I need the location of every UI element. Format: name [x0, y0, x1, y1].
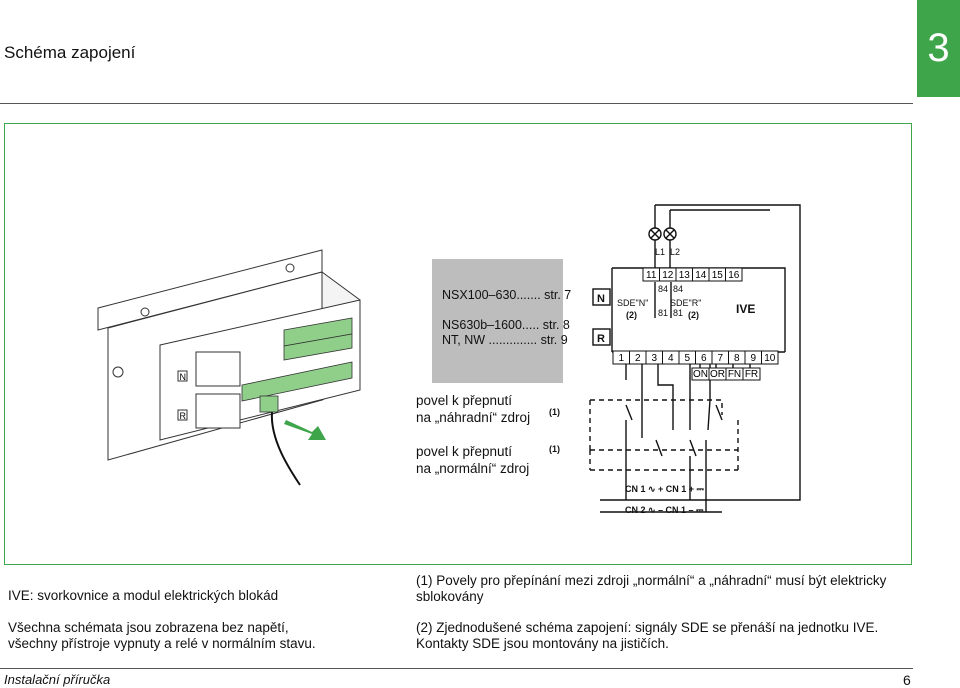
- terminal-bottom-label: 1: [618, 353, 624, 364]
- cn2-label: CN 2 ∿ – CN 1 – ⎓: [625, 505, 704, 515]
- sde-n-label: SDE"N": [617, 298, 648, 308]
- note-1-line1: (1) Povely pro přepínání mezi zdroji „no…: [416, 573, 887, 588]
- page-title: Schéma zapojení: [4, 43, 136, 62]
- note-voltage-line1: Všechna schémata jsou zobrazena bez napě…: [8, 620, 289, 635]
- l1-label: L1: [655, 247, 665, 257]
- terminal-top-label: 15: [712, 270, 724, 281]
- terminal-bottom-label: 2: [635, 353, 641, 364]
- terminal-top-label: 12: [662, 270, 674, 281]
- signal-label: ON: [693, 369, 708, 380]
- cmd-normal-line2: na „normální“ zdroj: [416, 461, 530, 476]
- l2-label: L2: [670, 247, 680, 257]
- terminal-top-label: 11: [646, 270, 657, 281]
- terminal-top-label: 14: [695, 270, 707, 281]
- terminal-bottom-label: 8: [734, 353, 740, 364]
- contact-84a: 84: [658, 284, 668, 294]
- r-label: R: [597, 333, 605, 345]
- n-label: N: [597, 293, 605, 305]
- note-1: (1) Povely pro přepínání mezi zdroji „no…: [416, 573, 886, 605]
- header-rule: [0, 103, 913, 104]
- note-2: (2) Zjednodušené schéma zapojení: signál…: [416, 620, 878, 652]
- note-voltage: Všechna schémata jsou zobrazena bez napě…: [8, 620, 316, 652]
- terminal-bottom-cell: [761, 350, 779, 365]
- chapter-tab: 3: [917, 0, 960, 97]
- note-2-line2: Kontakty SDE jsou montovány na jističích…: [416, 636, 669, 651]
- terminal-top-label: 16: [728, 270, 740, 281]
- ref-nt-nw: NT, NW .............. str. 9: [442, 333, 568, 347]
- terminal-bottom-label: 9: [750, 353, 756, 364]
- cmd-alternate-line2: na „náhradní“ zdroj: [416, 410, 531, 425]
- terminal-bottom-label: 6: [701, 353, 707, 364]
- reference-box: [432, 259, 563, 383]
- contact-81b: 81: [673, 308, 683, 318]
- terminal-bottom-label: 5: [684, 353, 690, 364]
- terminal-strip-top: 11 12 13 14 15 16: [642, 267, 743, 282]
- device-r-label: R: [180, 411, 187, 421]
- cmd2-marker: (1): [549, 444, 560, 454]
- note-ive: IVE: svorkovnice a modul elektrických bl…: [8, 588, 279, 603]
- signal-label: FR: [745, 369, 758, 380]
- footer-title: Instalační příručka: [4, 672, 111, 687]
- terminal-bottom-label: 4: [668, 353, 674, 364]
- cn1-label: CN 1 ∿ + CN 1 + ⎓: [625, 484, 705, 494]
- note2-marker-b: (2): [688, 310, 699, 320]
- ref-nsx: NSX100–630....... str. 7: [442, 288, 572, 302]
- cmd-normal: povel k přepnutí na „normální“ zdroj: [416, 443, 529, 477]
- terminal-top-cell: [725, 267, 743, 282]
- signal-cell: [742, 367, 761, 381]
- signal-label: FN: [728, 369, 741, 380]
- contact-81a: 81: [658, 308, 668, 318]
- cmd-normal-line1: povel k přepnutí: [416, 444, 513, 459]
- terminal-bottom-label: 3: [651, 353, 657, 364]
- terminal-bottom-label: 7: [717, 353, 723, 364]
- cmd-alternate: povel k přepnutí na „náhradní“ zdroj: [416, 392, 530, 426]
- ive-module-illustration: N R: [97, 249, 361, 486]
- sde-r-label: SDE"R": [670, 298, 701, 308]
- cmd-alternate-line1: povel k přepnutí: [416, 393, 513, 408]
- note-1-line2: sblokovány: [416, 589, 484, 604]
- note-2-line1: (2) Zjednodušené schéma zapojení: signál…: [416, 620, 879, 635]
- note2-marker-a: (2): [626, 310, 637, 320]
- page-number: 6: [903, 672, 911, 688]
- ive-label: IVE: [736, 302, 755, 316]
- contact-84b: 84: [673, 284, 683, 294]
- figure-frame: [4, 123, 912, 565]
- footer-rule: [0, 668, 913, 669]
- signal-label: OR: [710, 369, 725, 380]
- terminal-bottom-label: 10: [764, 353, 776, 364]
- cmd1-marker: (1): [549, 407, 560, 417]
- note-voltage-line2: všechny přístroje vypnuty a relé v normá…: [8, 636, 316, 651]
- terminal-top-label: 13: [679, 270, 691, 281]
- ref-ns630b: NS630b–1600..... str. 8: [442, 318, 570, 332]
- device-n-label: N: [180, 372, 187, 382]
